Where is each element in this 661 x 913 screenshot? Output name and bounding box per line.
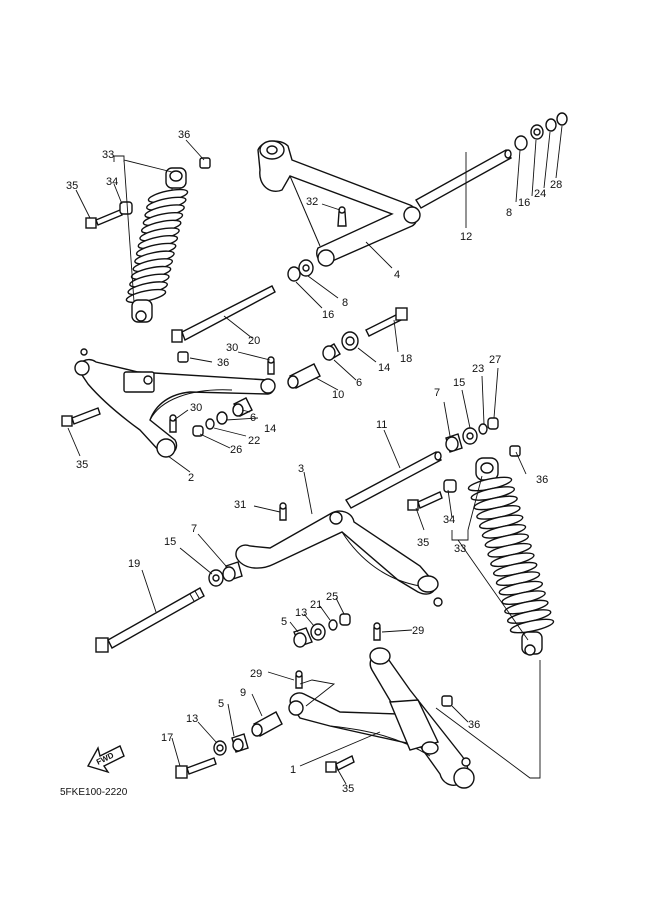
bolt-17 — [175, 757, 217, 779]
bolt-18 — [365, 307, 408, 337]
label-7b: 7 — [434, 387, 440, 399]
bolt-35-left — [61, 407, 101, 427]
diagram-code: 5FKE100-2220 — [60, 787, 128, 798]
label-13a: 13 — [295, 607, 307, 619]
shaft-11 — [345, 451, 442, 509]
label-23: 23 — [472, 363, 484, 375]
bolt-19 — [95, 587, 205, 653]
label-16a: 16 — [518, 197, 530, 209]
label-10: 10 — [332, 389, 344, 401]
upper-bushing-set — [287, 112, 568, 282]
label-24: 24 — [534, 188, 546, 200]
upper-arm-4 — [257, 140, 421, 267]
label-18: 18 — [400, 353, 412, 365]
label-35a: 35 — [66, 180, 78, 192]
right-shock-absorber — [467, 457, 555, 656]
part-labels: 1 2 3 4 5 5 6 6 7 7 8 8 9 10 11 12 13 13… — [60, 129, 562, 798]
label-33b: 33 — [454, 543, 466, 555]
long-bolt-20 — [171, 285, 276, 343]
grease-nipples-29 — [295, 622, 381, 689]
nut-36-lower — [441, 695, 453, 707]
label-16b: 16 — [322, 309, 334, 321]
label-34b: 34 — [443, 514, 455, 526]
label-4: 4 — [394, 269, 400, 281]
left-shock-nut-36 — [199, 157, 211, 169]
label-7a: 7 — [191, 523, 197, 535]
label-14b: 14 — [378, 362, 390, 374]
right-shock-collar-34 — [443, 479, 457, 493]
lower-bushings-5-13-21-25 — [293, 613, 351, 648]
label-8b: 8 — [342, 297, 348, 309]
left-coil-spring — [125, 188, 189, 304]
bushings-14-6 — [322, 331, 359, 361]
label-2: 2 — [188, 472, 194, 484]
label-15b: 15 — [453, 377, 465, 389]
label-29b: 29 — [250, 668, 262, 680]
left-shock-absorber — [125, 167, 189, 323]
grease-nipple-32 — [337, 206, 347, 227]
label-35d: 35 — [342, 783, 354, 795]
label-8a: 8 — [506, 207, 512, 219]
label-30a: 30 — [226, 342, 238, 354]
label-29a: 29 — [412, 625, 424, 637]
label-11: 11 — [376, 419, 387, 431]
right-shock-nut-36 — [509, 445, 521, 457]
label-28: 28 — [550, 179, 562, 191]
label-5a: 5 — [281, 616, 287, 628]
a-arm-2-bushings — [192, 397, 253, 437]
grease-nipple-31 — [279, 502, 287, 521]
label-35c: 35 — [417, 537, 429, 549]
right-shock-bolt-35 — [407, 491, 443, 511]
lower-bushings-5-13 — [213, 733, 249, 756]
label-32: 32 — [306, 196, 318, 208]
label-36a: 36 — [178, 129, 190, 141]
label-19: 19 — [128, 558, 140, 570]
label-36c: 36 — [536, 474, 548, 486]
label-15a: 15 — [164, 536, 176, 548]
leader-lines — [67, 125, 563, 785]
label-22: 22 — [248, 435, 260, 447]
label-14a: 14 — [264, 423, 276, 435]
a-arm-3 — [235, 510, 443, 607]
left-shock-bolt-35 — [85, 209, 123, 229]
label-27: 27 — [489, 354, 501, 366]
label-21: 21 — [310, 599, 322, 611]
label-6b: 6 — [356, 377, 362, 389]
label-25: 25 — [326, 591, 338, 603]
bushings-15-7-lower — [208, 561, 243, 587]
label-35b: 35 — [76, 459, 88, 471]
bushings-right-7-15-23-27 — [445, 417, 499, 453]
label-6a: 6 — [250, 412, 256, 424]
left-shock-collar-34 — [119, 201, 133, 215]
right-coil-spring — [467, 476, 555, 634]
label-31: 31 — [234, 499, 246, 511]
label-33a: 33 — [102, 149, 114, 161]
label-36d: 36 — [468, 719, 480, 731]
fwd-arrow-icon: FWD — [86, 745, 125, 774]
label-3: 3 — [298, 463, 304, 475]
label-30b: 30 — [190, 402, 202, 414]
label-26: 26 — [230, 444, 242, 456]
bolt-35-lower — [325, 755, 355, 773]
a-arm-1 — [288, 647, 475, 789]
collar-9 — [251, 711, 283, 737]
label-13b: 13 — [186, 713, 198, 725]
nut-36-upper — [177, 351, 189, 363]
label-17: 17 — [161, 732, 173, 744]
shaft-12 — [415, 149, 512, 209]
label-20: 20 — [248, 335, 260, 347]
a-arm-2 — [74, 348, 276, 458]
label-9: 9 — [240, 687, 246, 699]
label-12: 12 — [460, 231, 472, 243]
collar-10 — [287, 363, 321, 389]
label-34a: 34 — [106, 176, 118, 188]
label-5b: 5 — [218, 698, 224, 710]
label-1: 1 — [290, 764, 296, 776]
label-36b: 36 — [217, 357, 229, 369]
